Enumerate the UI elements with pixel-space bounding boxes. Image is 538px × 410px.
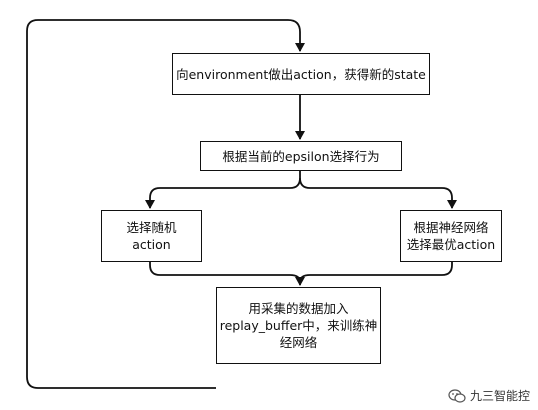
node-label-line: action <box>132 237 171 252</box>
node-label-line: 根据神经网络 <box>413 220 489 235</box>
node-label: 根据神经网络选择最优action <box>407 219 495 253</box>
node-label-line: 选择随机 <box>126 220 177 235</box>
node-label-line: 经网络 <box>279 335 318 350</box>
edge-best-to-train <box>299 261 453 283</box>
edge-choose-to-random <box>145 170 301 209</box>
node-act-environment: 向environment做出action，获得新的state <box>172 53 430 95</box>
node-label-line: 向environment做出action，获得新的state <box>176 66 426 82</box>
node-random-action: 选择随机 action <box>101 210 202 262</box>
node-label: 根据当前的epsilon选择行为 <box>222 148 379 165</box>
node-label-line: 用采集的数据加入 <box>248 301 349 316</box>
edge-random-to-train <box>149 261 305 286</box>
node-label-line: 选择最优action <box>406 237 496 252</box>
node-label-line: 根据当前的epsilon选择行为 <box>222 148 380 164</box>
node-label-line: replay_buffer中，来训练神 <box>219 318 378 333</box>
node-label: 用采集的数据加入 replay_buffer中，来训练神经网络 <box>220 300 378 351</box>
node-best-action: 根据神经网络选择最优action <box>400 210 502 262</box>
watermark-text: 九三智能控 <box>469 389 530 403</box>
wechat-icon <box>448 388 466 403</box>
node-train-network: 用采集的数据加入 replay_buffer中，来训练神经网络 <box>216 287 381 364</box>
node-choose-by-epsilon: 根据当前的epsilon选择行为 <box>200 141 402 171</box>
edge-choose-to-best <box>299 177 457 209</box>
node-label: 向environment做出action，获得新的state <box>176 66 426 83</box>
edge-loop-back <box>26 19 305 389</box>
node-label: 选择随机 action <box>126 219 176 253</box>
watermark: 九三智能控 <box>448 387 530 404</box>
